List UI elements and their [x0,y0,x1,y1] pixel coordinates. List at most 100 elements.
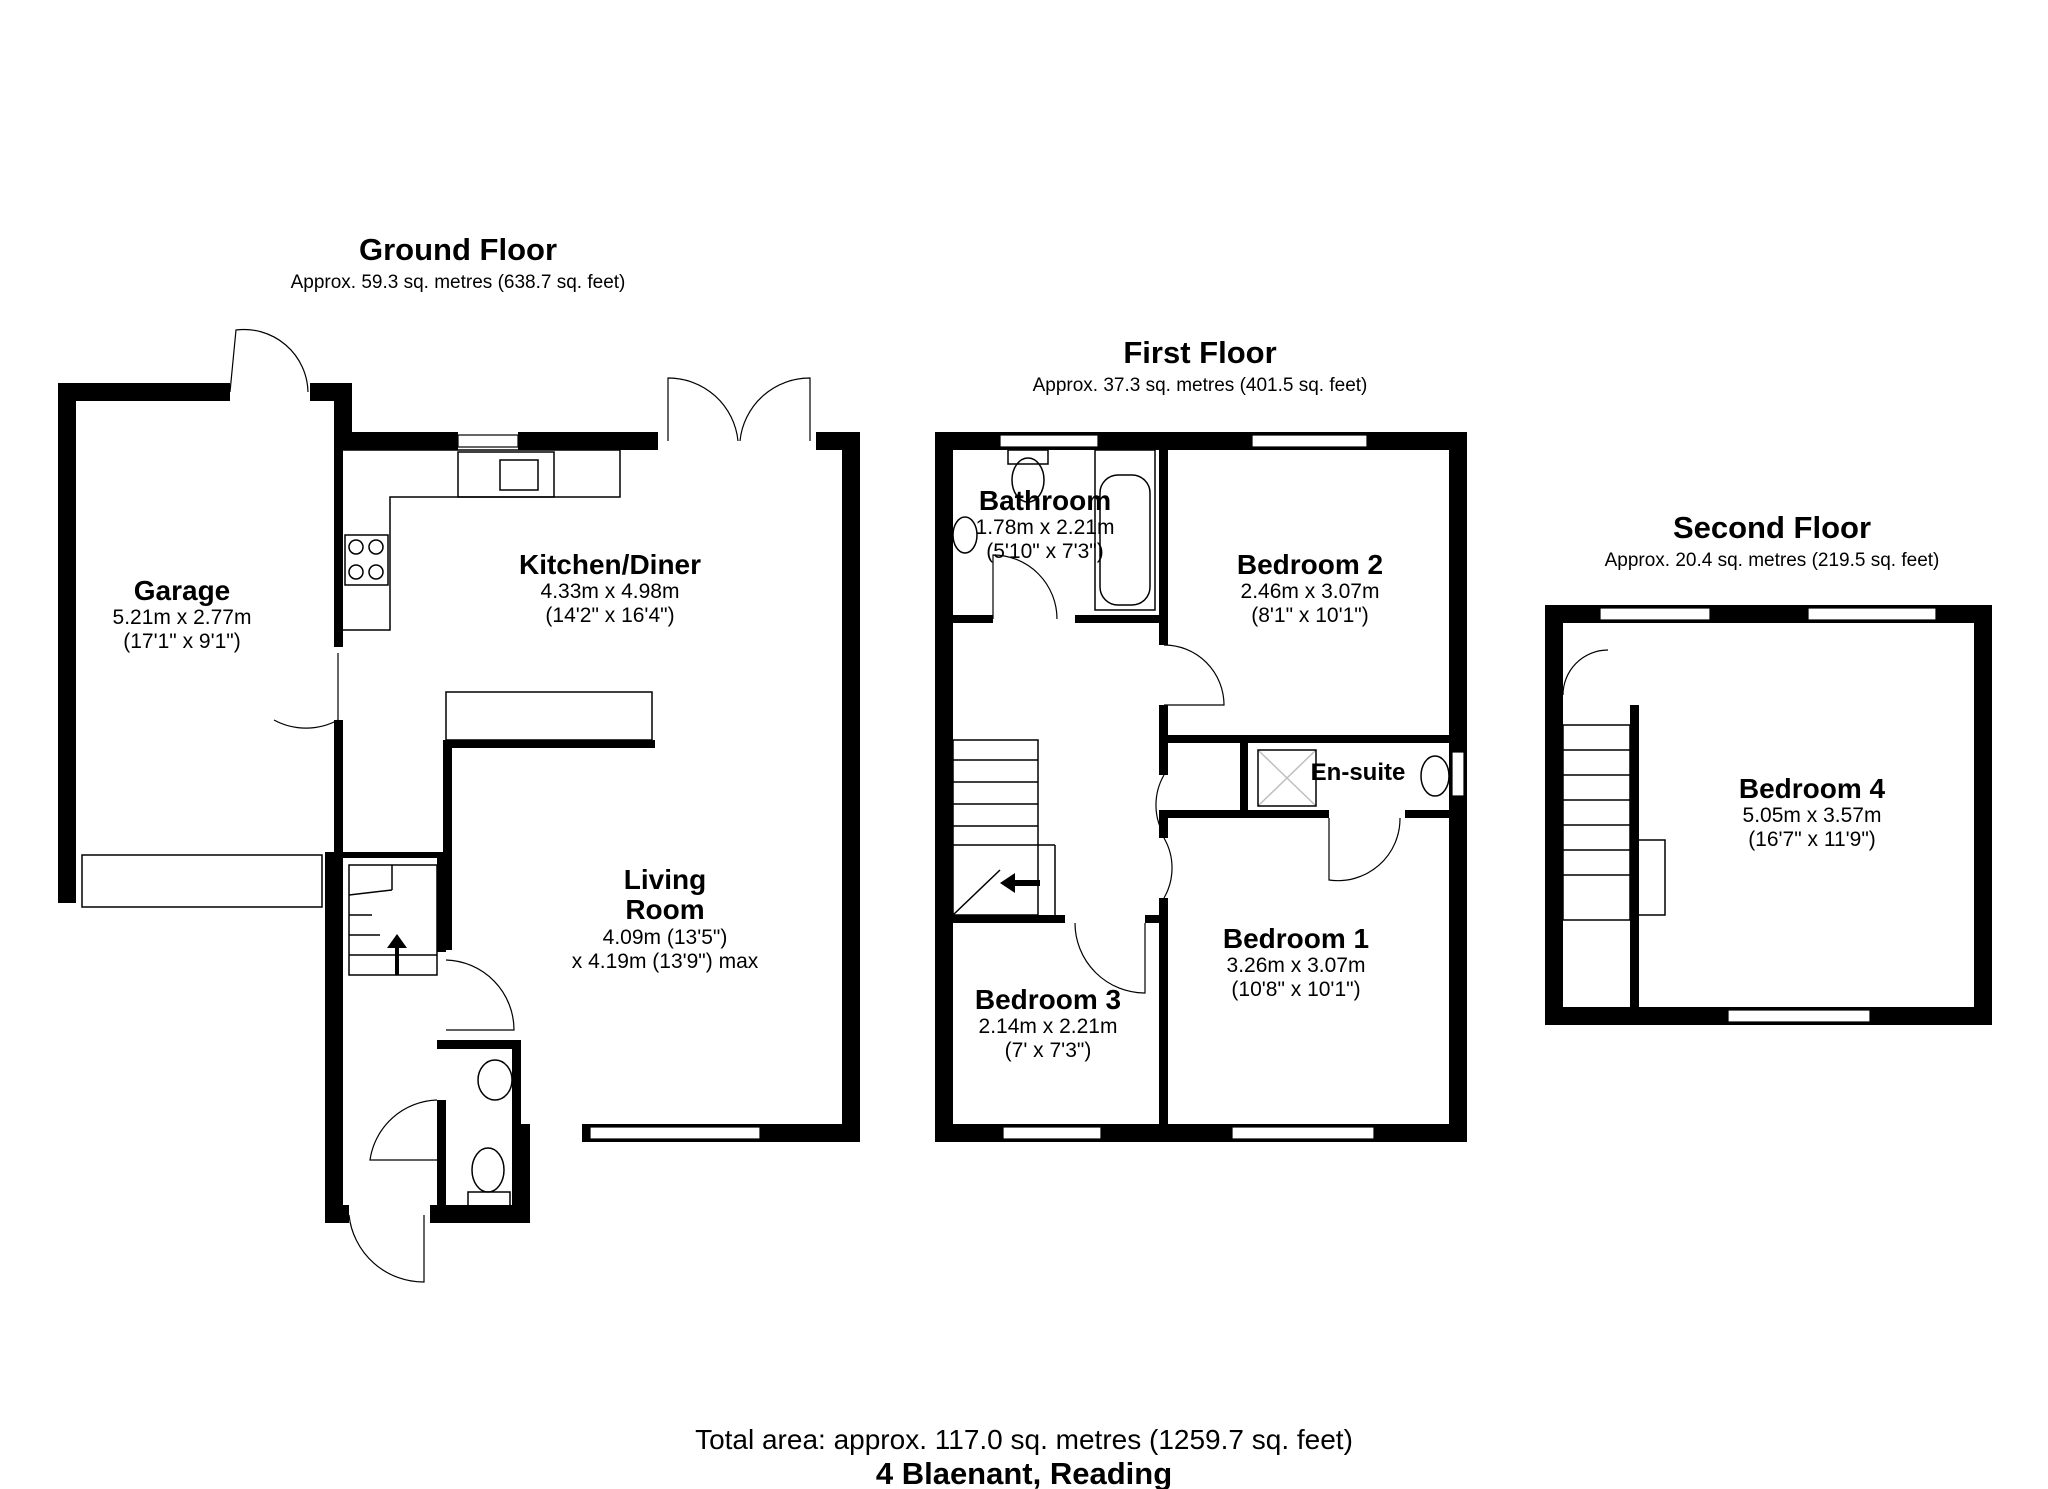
bathroom-wall [953,615,993,623]
ensuite-wall [1159,810,1329,818]
internal-wall [443,740,452,950]
staircase [348,864,438,976]
bedroom3-dimensions-imperial: (7' x 7'3") [1005,1039,1092,1062]
french-door [667,377,739,442]
bedroom2-wall [1159,735,1449,743]
window [1251,434,1368,448]
house-wall [1974,605,1992,1025]
front-door [348,1214,425,1283]
hall-wall [325,1205,349,1223]
internal-door [273,653,339,729]
property-address: 4 Blaenant, Reading [876,1456,1172,1489]
basin [477,1059,513,1101]
bedroom1-wall [1159,818,1168,838]
internal-door [1163,644,1225,706]
hall-wall [343,852,443,858]
ground-floor-title: Ground Floor [359,232,557,267]
wc-wall [512,1124,530,1223]
wc-wall [437,1040,521,1049]
stair-arrow-icon [387,934,407,975]
living-room-dimensions-2: x 4.19m (13'9") max [572,950,759,973]
bedroom4-name: Bedroom 4 [1739,773,1886,804]
kitchen-dimensions-imperial: (14'2" x 16'4") [545,604,674,627]
bedroom3-name: Bedroom 3 [975,984,1121,1015]
garage-wall [58,383,230,401]
bathroom-wall [1075,615,1167,623]
internal-wall [443,740,655,748]
bathroom-dimensions-imperial: (5'10" x 7'3") [986,540,1103,563]
bedroom2-dimensions-imperial: (8'1" x 10'1") [1251,604,1368,627]
wc-wall [512,1040,521,1140]
bedroom1-wall [1159,898,1168,1124]
window [589,1126,761,1140]
hob-ring [368,539,384,555]
internal-wall [334,432,343,647]
ground-floor-plan [58,328,860,1283]
sink-bowl [499,459,539,491]
window [999,434,1099,448]
internal-door [992,554,1058,620]
internal-wall [1630,705,1639,1015]
bathroom-dimensions: 1.78m x 2.21m [976,516,1115,539]
internal-wall [334,720,343,860]
window [1002,1126,1102,1140]
house-wall [760,1124,842,1142]
internal-door [445,959,515,1031]
internal-door [1562,649,1609,696]
bedroom1-name: Bedroom 1 [1223,923,1369,954]
kitchen-counter [343,449,621,631]
hall-wall [437,852,446,952]
hob-ring [348,539,364,555]
bedroom3-wall [1145,915,1159,923]
bedroom2-wall [1159,705,1168,755]
total-area: Total area: approx. 117.0 sq. metres (12… [695,1424,1353,1455]
window [1727,1009,1871,1023]
toilet [1011,457,1045,503]
sink [457,451,555,498]
stair-treads [1563,749,1666,916]
bedroom2-dimensions: 2.46m x 3.07m [1241,580,1380,603]
bedroom4-dimensions-imperial: (16'7" x 11'9") [1748,828,1876,851]
internal-door [1328,817,1401,882]
bedroom2-name: Bedroom 2 [1237,549,1383,580]
bedroom4-dimensions: 5.05m x 3.57m [1743,804,1882,827]
house-wall [1545,605,1563,1025]
house-wall [935,432,953,1142]
ensuite-name: En-suite [1311,759,1406,786]
kitchen-dimensions: 4.33m x 4.98m [541,580,680,603]
first-floor-title: First Floor [1123,335,1276,370]
hall-wall [430,1205,522,1223]
first-floor-plan [935,432,1467,1142]
breakfast-bar [445,691,653,741]
cistern [467,1191,511,1209]
stair-arrow-icon [1000,873,1040,893]
house-wall [842,432,860,1142]
basin [952,516,978,554]
living-room-name: Living [624,864,706,895]
window [1599,607,1711,621]
bathroom-name: Bathroom [979,485,1111,516]
ensuite-wall [1159,755,1168,775]
garage-name: Garage [134,575,231,606]
garage-dimensions-imperial: (17'1" x 9'1") [123,630,240,653]
internal-door [1074,922,1146,994]
shower-tray [1257,749,1317,807]
first-floor-area: Approx. 37.3 sq. metres (401.5 sq. feet) [1033,375,1368,396]
stair-treads [348,865,437,956]
ensuite-wall [1240,735,1248,815]
bath [1094,449,1156,611]
stair-treads [952,759,1056,916]
basin [1420,755,1450,797]
internal-door [369,1099,438,1161]
bedroom3-dimensions: 2.14m x 2.21m [979,1015,1118,1038]
ensuite-wall [1405,810,1449,818]
french-door [739,377,811,442]
shower-tray [1257,749,1317,807]
window [1451,751,1465,797]
side-door [229,328,309,393]
bath-inner [1099,474,1151,606]
second-floor-plan [1545,605,1992,1025]
kitchen-name: Kitchen/Diner [519,549,701,580]
internal-door [1155,774,1165,836]
